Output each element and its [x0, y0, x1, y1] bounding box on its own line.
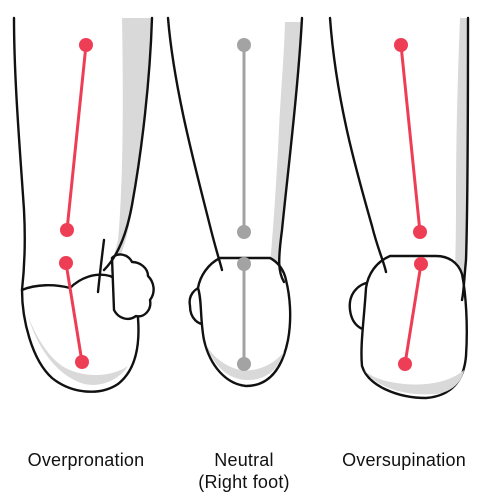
oversupination-label: Oversupination: [324, 448, 481, 472]
neutral-label: Neutral: [164, 448, 324, 472]
neutral-foot-illustration: [168, 18, 302, 386]
oversupination-foot-illustration: [330, 18, 468, 398]
overpronation-label: Overpronation: [6, 448, 166, 472]
overpronation-heel-bottom-point: [75, 355, 89, 369]
neutral-heel-bottom-point: [237, 357, 251, 371]
neutral-ankle-point: [237, 225, 251, 239]
neutral-upper-point: [237, 38, 251, 52]
neutral-sublabel: (Right foot): [164, 470, 324, 494]
oversupination-heel-top-point: [414, 257, 428, 271]
oversupination-heel-bottom-point: [398, 357, 412, 371]
oversupination-ankle-point: [413, 225, 427, 239]
oversupination-upper-point: [394, 38, 408, 52]
overpronation-heel-top-point: [59, 256, 73, 270]
overpronation-upper-point: [79, 38, 93, 52]
overpronation-foot-illustration: [14, 18, 154, 392]
neutral-heel-top-point: [237, 257, 251, 271]
overpronation-ankle-point: [60, 223, 74, 237]
